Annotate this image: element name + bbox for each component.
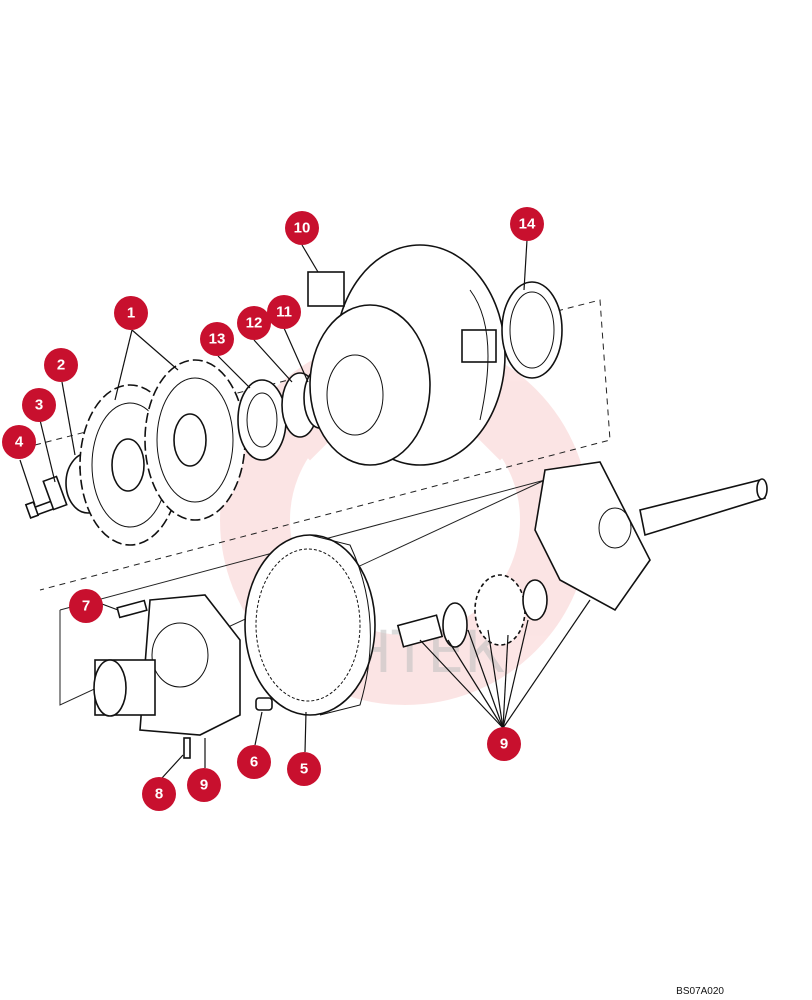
svg-text:11: 11: [276, 304, 292, 321]
part-carrier-9: [534, 461, 651, 612]
svg-text:10: 10: [294, 220, 311, 237]
svg-text:7: 7: [82, 598, 90, 615]
callout-7: 7: [69, 589, 103, 623]
svg-text:1: 1: [127, 305, 135, 322]
svg-text:12: 12: [246, 315, 263, 332]
leader-lines: [19, 239, 591, 779]
svg-text:3: 3: [35, 397, 43, 414]
part-planet-gear-9: [396, 574, 548, 648]
callout-5: 5: [287, 752, 321, 786]
callout-9-flange: 9: [187, 768, 221, 802]
callout-3: 3: [22, 388, 56, 422]
callout-13: 13: [200, 322, 234, 356]
part-sprocket-1b: [144, 359, 246, 521]
part-bearing-13: [237, 379, 287, 461]
svg-text:2: 2: [57, 357, 65, 374]
svg-text:14: 14: [519, 216, 536, 233]
part-housing-10: [307, 244, 506, 466]
callout-8: 8: [142, 777, 176, 811]
callout-1: 1: [114, 296, 148, 330]
svg-text:4: 4: [15, 434, 24, 451]
svg-text:9: 9: [500, 736, 508, 753]
callout-6: 6: [237, 745, 271, 779]
callout-10: 10: [285, 211, 319, 245]
callout-11: 11: [267, 295, 301, 329]
part-pin-8: [183, 737, 191, 759]
part-pin-6: [255, 697, 273, 711]
svg-text:6: 6: [250, 754, 258, 771]
part-flange-shaft-9: [93, 594, 241, 736]
callout-4: 4: [2, 425, 36, 459]
part-seal-14: [501, 281, 563, 379]
svg-text:13: 13: [209, 331, 226, 348]
drawing-code: BS07A020: [676, 986, 724, 997]
part-plate-3: [42, 475, 68, 511]
svg-text:8: 8: [155, 786, 163, 803]
callout-14: 14: [510, 207, 544, 241]
svg-text:9: 9: [200, 777, 208, 794]
callout-12: 12: [237, 306, 271, 340]
svg-text:5: 5: [300, 761, 308, 778]
part-bolt-7: [116, 599, 148, 619]
callout-2: 2: [44, 348, 78, 382]
part-ring-gear-5: [244, 534, 376, 716]
callout-9-planetary: 9: [487, 727, 521, 761]
part-output-shaft-9: [639, 478, 768, 537]
